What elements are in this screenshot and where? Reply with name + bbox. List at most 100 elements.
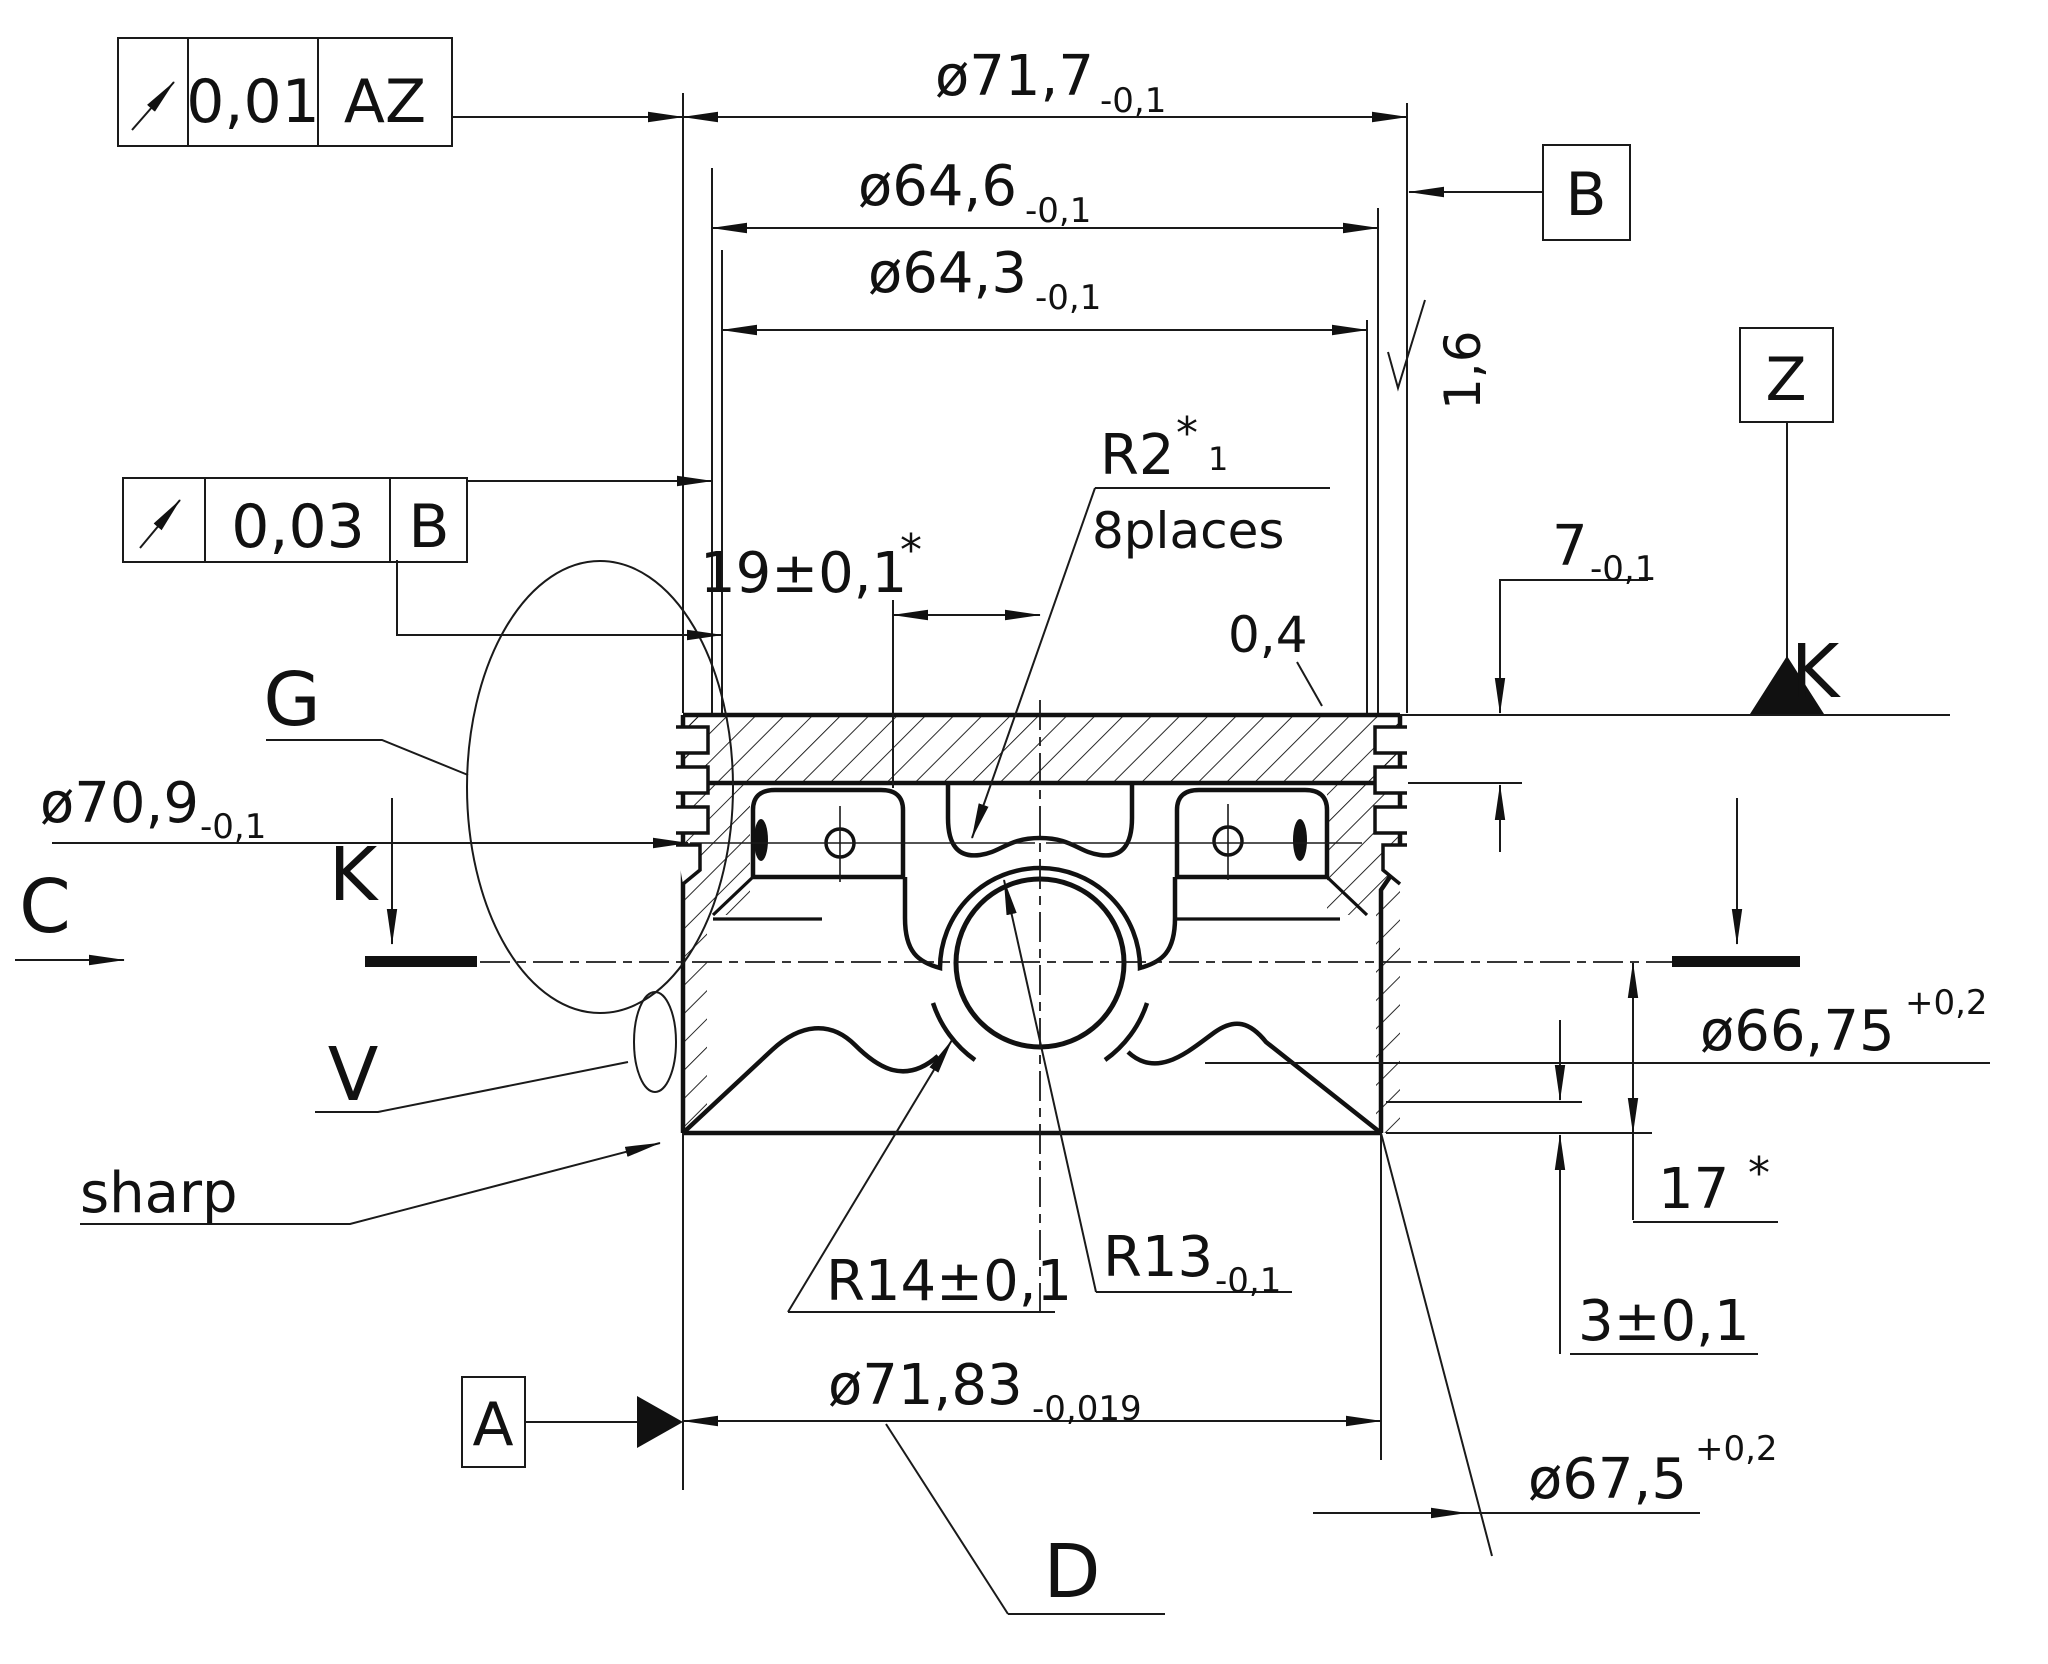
dim-19-star: * (900, 525, 922, 576)
dim-64_3-tol: -0,1 (1035, 278, 1101, 318)
detail-v-ellipse (633, 991, 677, 1093)
frame-mid-value: 0,03 (231, 492, 365, 562)
v-leader (315, 1061, 629, 1113)
dim-0_4: 0,4 (1228, 606, 1308, 664)
d-leader (885, 1423, 1009, 1615)
dim-r13-tol: -0,1 (1215, 1261, 1281, 1301)
datum-b-box (1542, 144, 1631, 241)
circular-runout-icon (131, 81, 175, 131)
frame-top-box (117, 37, 453, 147)
r13-leader (1003, 879, 1097, 1293)
dim-17: 17 (1658, 1157, 1729, 1222)
tolerance-frame-mid: 0,03 B (122, 477, 468, 563)
sharp-leader (80, 1142, 661, 1225)
view-g-label: G (263, 657, 320, 743)
dim-3: 3±0,1 (1578, 1289, 1750, 1354)
dim-67_5-tol: +0,2 (1695, 1429, 1778, 1469)
dim-64_3: ø64,3 (868, 241, 1027, 306)
dim-66_75: ø66,75 (1700, 999, 1895, 1064)
dim-1_6: 1,6 (1434, 330, 1492, 410)
left-groove-1 (676, 725, 710, 755)
circular-runout-icon (139, 499, 181, 549)
dim-17-star: * (1748, 1148, 1770, 1199)
tolerance-frame-top: 0,01 AZ (117, 37, 453, 147)
dim-19: 19±0,1 (700, 541, 907, 606)
centerlines (466, 560, 1950, 1557)
crown-hatch (683, 715, 1400, 783)
dim-64_6: ø64,6 (858, 154, 1017, 219)
frame-mid-leader-2 (396, 560, 723, 641)
dim-7-tol: -0,1 (1590, 549, 1656, 589)
note-sharp: sharp (80, 1161, 238, 1226)
dim-7: 7 (1552, 514, 1588, 579)
center-pocket-wave (945, 783, 1135, 858)
right-groove-1 (1373, 725, 1407, 755)
frames-and-datums: 0,01 AZ 0,03 B B Z A (117, 37, 1834, 1468)
skirt-inner-left-wave (681, 1025, 940, 1135)
view-k-left-label: K (329, 832, 380, 918)
datum-a: A (461, 1376, 683, 1468)
k-right-cut-bar (1672, 956, 1800, 967)
skirt-inner-right-wave (1126, 1021, 1383, 1135)
dim-66_75-tol: +0,2 (1905, 983, 1988, 1023)
ring-grooves (676, 725, 1407, 886)
datum-b: B (1542, 144, 1631, 241)
datum-a-label: A (472, 1390, 513, 1460)
frame-mid-dividers (204, 478, 391, 562)
datum-b-label: B (1565, 160, 1606, 230)
right-pocket (1174, 787, 1330, 877)
slant-construction-line (1380, 1132, 1493, 1557)
dim-r2-note: 8places (1092, 502, 1284, 560)
dim-70_9-tol: -0,1 (200, 807, 266, 847)
view-letters: G C K K V D (19, 629, 1842, 1615)
surface-finish-check-icon (1387, 299, 1426, 392)
boss-radius-arc-left (930, 1002, 977, 1062)
right-groove-3 (1373, 805, 1407, 835)
frame-mid-datum: B (408, 492, 449, 562)
frame-top-datum: AZ (344, 67, 426, 137)
r2-leader (971, 487, 1096, 839)
left-groove-2 (676, 765, 710, 795)
datum-triangle-icon (1750, 656, 1824, 714)
leader-0_4 (1296, 661, 1323, 707)
dim-71_7: ø71,7 (935, 44, 1094, 109)
right-relief-step (1381, 843, 1407, 886)
right-pocket-chamfer (1325, 875, 1369, 917)
slot-section-left (754, 819, 768, 861)
slot-section-right (1293, 819, 1307, 861)
left-pocket (750, 787, 906, 877)
r14-leader (787, 1039, 953, 1313)
view-d-label: D (1044, 1529, 1101, 1615)
detail-g-circle (466, 560, 734, 1014)
section-hatching (683, 715, 1400, 1133)
right-web-hatch (1327, 783, 1376, 915)
view-c-label: C (19, 864, 71, 950)
datum-triangle-icon (637, 1396, 683, 1448)
g-leader (266, 739, 469, 776)
dim-r13: R13 (1103, 1225, 1213, 1290)
k-left-cut-bar (365, 956, 477, 967)
dim-r2-index: 1 (1208, 440, 1228, 478)
dim-71_83-tol: -0,019 (1032, 1389, 1142, 1429)
dim-71_83: ø71,83 (828, 1353, 1023, 1418)
frame-top-dividers (187, 38, 319, 146)
right-groove-2 (1373, 765, 1407, 795)
dim-r2: R2 (1100, 423, 1175, 488)
dim-67_5: ø67,5 (1528, 1447, 1687, 1512)
dim-r14: R14±0,1 (826, 1249, 1072, 1314)
left-pocket-chamfer (711, 875, 755, 917)
view-v-label: V (328, 1032, 379, 1118)
piston-interior (681, 783, 1383, 1135)
dim-64_6-tol: -0,1 (1025, 191, 1091, 231)
left-groove-3 (676, 805, 710, 835)
dim-r2-star: * (1176, 408, 1198, 459)
view-k-right-label: K (1791, 629, 1842, 715)
dimension-lines (15, 111, 1990, 1615)
dim-71_7-tol: -0,1 (1100, 81, 1166, 121)
dim-70_9: ø70,9 (40, 771, 199, 836)
dimension-texts: ø71,7 -0,1 ø64,6 -0,1 ø64,3 -0,1 19±0,1 … (40, 44, 1988, 1512)
boss-radius-arc-right (1103, 1002, 1150, 1062)
dim-7-upper (1494, 579, 1648, 714)
